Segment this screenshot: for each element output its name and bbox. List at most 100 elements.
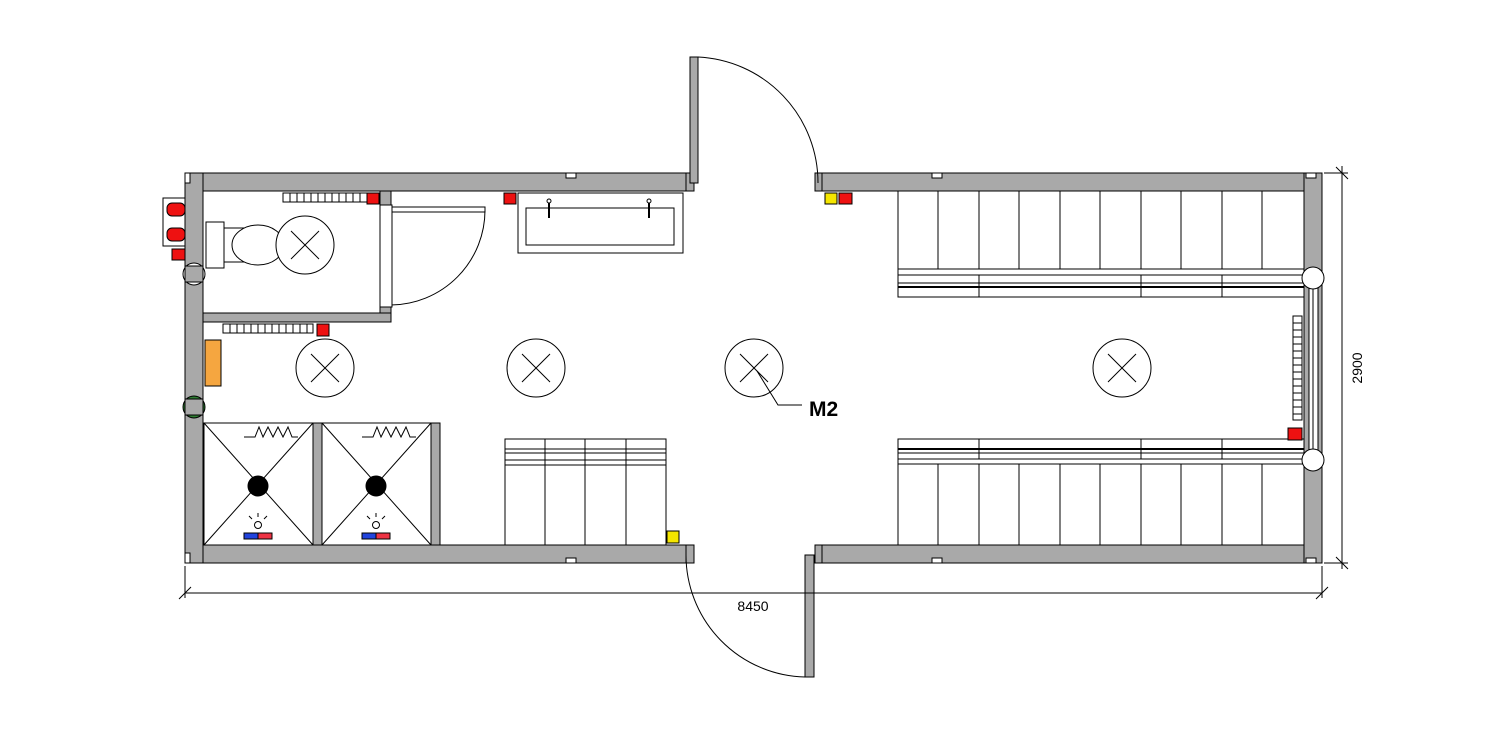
ceiling-lights — [295, 338, 1152, 398]
label-leader-line — [756, 370, 802, 406]
wall-marker — [1305, 172, 1317, 179]
shower-head-icon — [372, 521, 380, 529]
red-socket — [503, 192, 517, 205]
shower-heater-coil — [362, 425, 416, 439]
wall-markers — [184, 172, 1317, 564]
dimension-tick — [1335, 556, 1349, 570]
left-wall-fixtures — [162, 197, 222, 419]
wall-marker — [184, 552, 191, 564]
wall-outlet — [184, 265, 204, 283]
locker-block-left — [504, 438, 667, 546]
shower-head-rays — [248, 513, 268, 520]
module-label: M2 — [809, 398, 838, 421]
toilet-room — [205, 215, 335, 275]
wall-marker — [565, 557, 577, 564]
window-hinge-icon — [1301, 266, 1325, 290]
red-fitting — [166, 227, 186, 242]
wall-marker — [184, 172, 191, 184]
red-socket — [171, 248, 186, 261]
ceiling-light-cross — [310, 353, 340, 383]
radiator-body — [222, 323, 314, 334]
shower-head-icon — [254, 521, 262, 529]
entrance-door-bottom — [685, 554, 815, 678]
shower-drain — [247, 475, 269, 497]
ceiling-light-cross — [739, 353, 769, 383]
shower-heater-coil — [244, 425, 298, 439]
dimension-tick — [178, 586, 192, 600]
ceiling-light — [1092, 338, 1152, 398]
shower-drain — [365, 475, 387, 497]
wall-marker — [931, 557, 943, 564]
door-jamb-top-right — [814, 172, 823, 192]
red-socket — [316, 323, 330, 337]
wall-shower-end — [430, 422, 441, 546]
shower-mixer-cold — [243, 532, 259, 540]
locker-block-right-top — [897, 190, 1305, 298]
dimension-width-label: 8450 — [737, 598, 768, 614]
shower-head-rays — [366, 513, 386, 520]
dimension-tick — [1335, 166, 1349, 180]
bathroom-door-swing — [390, 209, 486, 306]
green-outlet — [184, 398, 204, 416]
wall-top-left — [184, 172, 691, 192]
toilet-tank — [205, 221, 225, 269]
red-socket — [1287, 427, 1303, 441]
radiator-fins — [229, 324, 308, 333]
wash-basin-inner — [525, 207, 675, 246]
ceiling-light-toilet-cross — [290, 230, 320, 260]
wall-marker — [1305, 557, 1317, 564]
door-swing-arc-bottom — [685, 554, 806, 678]
dimension-width — [178, 566, 1329, 600]
wall-marker — [931, 172, 943, 179]
shower-cabin-left — [203, 422, 314, 546]
ceiling-light — [724, 338, 784, 398]
wall-top-right — [819, 172, 1323, 192]
shower-mixer-hot — [257, 532, 273, 540]
locker-block-right-bottom — [897, 438, 1305, 546]
radiator-body — [1292, 315, 1303, 421]
door-jamb-bottom-right — [814, 544, 823, 564]
radiator-fins — [289, 193, 361, 202]
dimension-depth — [1324, 166, 1349, 570]
ceiling-light — [506, 338, 566, 398]
red-socket — [366, 192, 380, 205]
locker-dividers — [544, 439, 627, 545]
wash-basin-tap-head — [546, 198, 552, 204]
bathroom-door-leaf — [390, 206, 486, 213]
wall-left — [184, 172, 204, 564]
bench-bottom — [897, 438, 1305, 465]
dimension-tick — [1315, 586, 1329, 600]
locker-dividers — [937, 464, 1263, 545]
lockers-top — [897, 190, 1305, 270]
shower-mixer-hot — [375, 532, 391, 540]
window-hinge-icon — [1301, 448, 1325, 472]
wash-basin-tap-head — [646, 198, 652, 204]
wall-marker — [565, 172, 577, 179]
entrance-door-top — [689, 56, 819, 184]
red-socket — [838, 192, 853, 205]
electrical-panel — [204, 339, 222, 387]
ceiling-light — [295, 338, 355, 398]
wash-basin — [517, 192, 684, 254]
yellow-switch — [666, 530, 680, 544]
radiator-fins — [1293, 322, 1302, 415]
radiator-toilet — [282, 192, 368, 203]
bench-dividers — [978, 439, 1223, 459]
utility-fittings — [316, 192, 1303, 544]
door-leaf-bottom — [804, 554, 815, 678]
radiator-right-wall — [1292, 315, 1303, 421]
door-leaf-top — [689, 56, 699, 184]
window-right — [1301, 266, 1325, 472]
shower-mixer-cold — [361, 532, 377, 540]
lockers-bottom — [897, 463, 1305, 546]
shower-cabin-right — [321, 422, 432, 546]
wall-bottom-right — [819, 544, 1323, 564]
locker-dividers — [937, 191, 1263, 269]
wall-shower-divider — [312, 422, 323, 546]
wall-bottom-left — [184, 544, 691, 564]
door-swing-arc-top — [697, 56, 819, 184]
red-fitting — [166, 202, 186, 217]
door-jamb-bottom-left — [685, 544, 695, 564]
